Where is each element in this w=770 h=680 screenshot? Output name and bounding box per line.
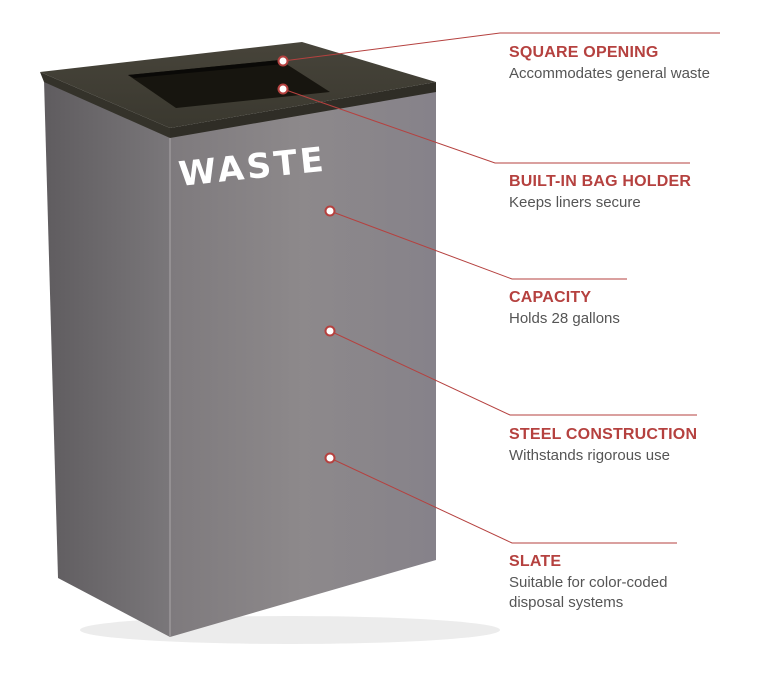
feature-title: BUILT-IN BAG HOLDER xyxy=(509,173,692,190)
callout-dot-bag-holder xyxy=(277,83,289,95)
callout-square-opening: SQUARE OPENING Accommodates general wast… xyxy=(509,43,759,84)
lid-front-rim xyxy=(170,82,436,138)
bin-side-panel xyxy=(44,80,170,637)
callout-steel-construction: STEEL CONSTRUCTION Withstands rigorous u… xyxy=(509,425,759,466)
lid-side-rim xyxy=(40,72,170,138)
feature-description: Holds 28 gallons xyxy=(509,310,620,327)
feature-description: Accommodates general waste xyxy=(509,65,710,82)
callout-dot-capacity xyxy=(324,205,336,217)
leader-line-bag-holder xyxy=(282,88,690,164)
callout-slate: SLATE Suitable for color-coded disposal … xyxy=(509,552,759,613)
feature-title: STEEL CONSTRUCTION xyxy=(509,426,698,443)
callout-dot-steel-construction xyxy=(324,325,336,337)
callout-capacity: CAPACITY Holds 28 gallons xyxy=(509,288,759,329)
callout-dots xyxy=(277,55,336,464)
leader-line-steel-construction xyxy=(329,330,697,416)
feature-description: Keeps liners secure xyxy=(509,194,641,211)
callout-bag-holder: BUILT-IN BAG HOLDER Keeps liners secure xyxy=(509,172,759,213)
leader-line-capacity xyxy=(329,210,627,280)
callout-dot-square-opening xyxy=(277,55,289,67)
feature-description: Withstands rigorous use xyxy=(509,447,670,464)
leader-line-square-opening xyxy=(282,32,720,62)
opening-inner-edge xyxy=(128,60,284,78)
leader-line-slate xyxy=(329,457,677,544)
leader-lines xyxy=(282,32,720,544)
feature-description: Suitable for color-coded disposal system… xyxy=(509,574,668,611)
feature-title: CAPACITY xyxy=(509,289,592,306)
callout-dot-slate xyxy=(324,452,336,464)
feature-title: SQUARE OPENING xyxy=(509,44,659,61)
feature-title: SLATE xyxy=(509,553,562,570)
